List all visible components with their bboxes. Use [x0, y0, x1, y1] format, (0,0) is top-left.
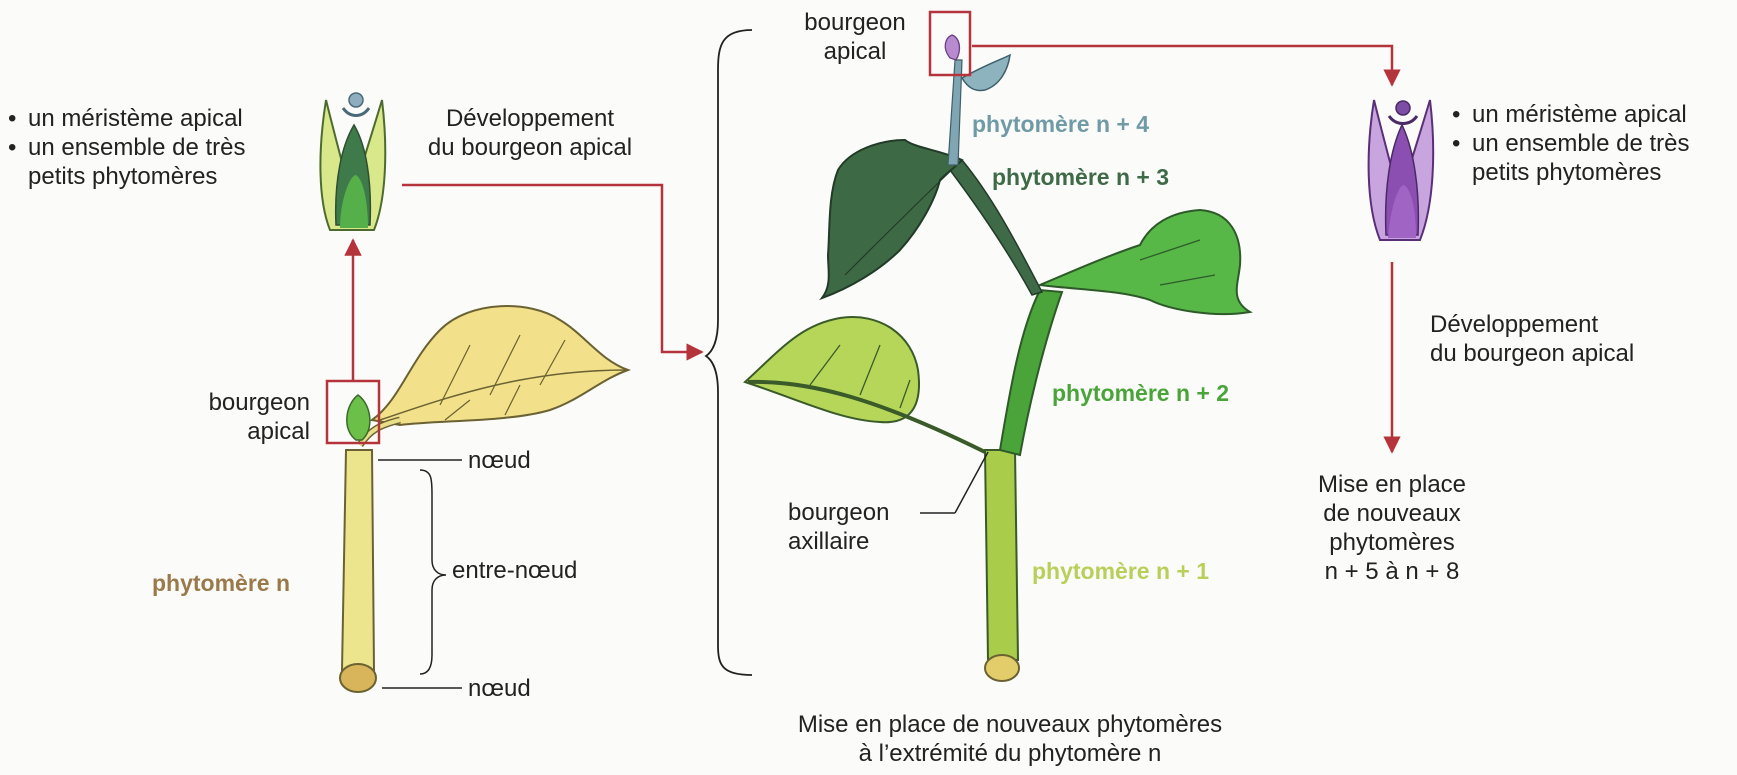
left-bullet-2: un ensemble de très [8, 133, 245, 162]
right-bullet-3: petits phytomères [1452, 158, 1689, 187]
left-bullet-3: petits phytomères [8, 162, 245, 191]
right-bullet-2: un ensemble de très [1452, 129, 1689, 158]
bourgeon-apical-left-line2: apical [190, 417, 310, 446]
phytomere-n-illustration [340, 306, 628, 692]
dev-left-line2: du bourgeon apical [410, 133, 650, 162]
dev-right-label: Développement du bourgeon apical [1430, 310, 1634, 368]
stem-n2 [1000, 290, 1062, 455]
left-bullet-1: un méristème apical [8, 104, 245, 133]
mise-en-place-right-line2: de nouveaux [1292, 499, 1492, 528]
bourgeon-apical-top-line2: apical [790, 37, 920, 66]
arrow-dev-top [972, 46, 1392, 85]
noeud-top-label: nœud [468, 446, 531, 475]
dev-left-line1: Développement [410, 104, 650, 133]
meristem-left-illustration [320, 93, 385, 230]
mise-en-place-bottom-label: Mise en place de nouveaux phytomères à l… [740, 710, 1280, 768]
left-bullet-list: un méristème apical un ensemble de très … [8, 104, 245, 191]
dev-right-line1: Développement [1430, 310, 1634, 339]
bourgeon-apical-left-line1: bourgeon [190, 388, 310, 417]
apical-bud-left [347, 395, 370, 440]
big-brace [706, 30, 752, 675]
bourgeon-axillaire-line1: bourgeon [788, 498, 889, 527]
mise-en-place-bottom-line2: à l’extrémité du phytomère n [740, 739, 1280, 768]
stem-n [342, 450, 374, 670]
mise-en-place-right-label: Mise en place de nouveaux phytomères n +… [1292, 470, 1492, 586]
phytomere-n2-label: phytomère n + 2 [1052, 379, 1229, 407]
mise-en-place-bottom-line1: Mise en place de nouveaux phytomères [740, 710, 1280, 739]
meristem-right-illustration [1369, 100, 1434, 240]
bourgeon-axillaire-line2: axillaire [788, 527, 889, 556]
phytomere-n3-label: phytomère n + 3 [992, 163, 1169, 191]
bourgeon-apical-left-label: bourgeon apical [190, 388, 310, 446]
node-bottom [340, 664, 376, 692]
noeud-bottom-label: nœud [468, 674, 531, 703]
bourgeon-apical-top-label: bourgeon apical [790, 8, 920, 66]
bourgeon-axillaire-label: bourgeon axillaire [788, 498, 889, 556]
bourgeon-apical-top-line1: bourgeon [790, 8, 920, 37]
right-bullet-1: un méristème apical [1452, 100, 1689, 129]
dev-right-line2: du bourgeon apical [1430, 339, 1634, 368]
phytomere-n1-label: phytomère n + 1 [1032, 557, 1209, 585]
stem-n1 [985, 450, 1018, 660]
phytomere-n-label: phytomère n [152, 569, 290, 597]
entre-noeud-label: entre-nœud [452, 556, 577, 585]
leaf-n [372, 306, 628, 425]
dev-left-label: Développement du bourgeon apical [410, 104, 650, 162]
mise-en-place-right-line4: n + 5 à n + 8 [1292, 557, 1492, 586]
phytomere-n4-label: phytomère n + 4 [972, 110, 1149, 138]
entre-noeud-brace [420, 470, 446, 674]
mise-en-place-right-line1: Mise en place [1292, 470, 1492, 499]
right-bullet-list: un méristème apical un ensemble de très … [1452, 100, 1689, 187]
mise-en-place-right-line3: phytomères [1292, 528, 1492, 557]
